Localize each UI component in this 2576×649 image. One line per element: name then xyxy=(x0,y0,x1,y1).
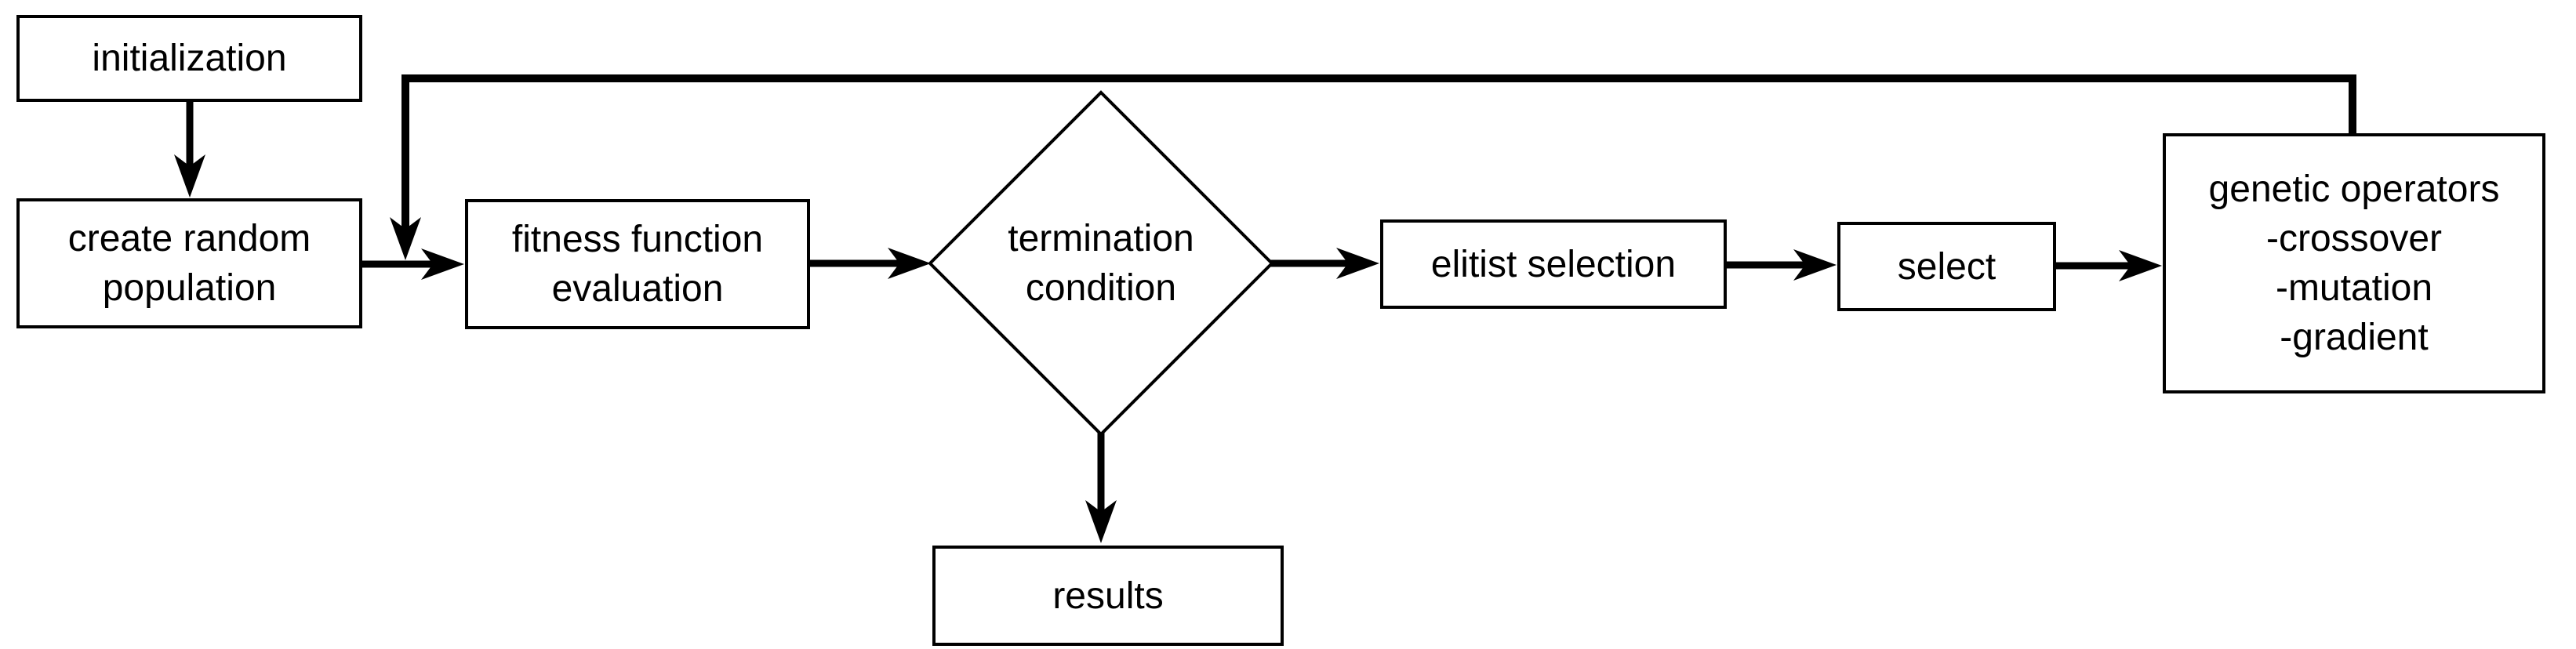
arrow-initialization-to-create-arrowhead-icon xyxy=(174,154,205,198)
arrow-select-to-genetic-arrowhead-icon xyxy=(2119,250,2162,281)
feedback-arrowhead-icon xyxy=(390,217,421,260)
node-results: results xyxy=(932,546,1284,646)
node-fitness-function-evaluation-label: fitness function evaluation xyxy=(511,219,764,310)
node-select: select xyxy=(1837,222,2056,311)
node-results-label: results xyxy=(1052,575,1164,617)
node-initialization: initialization xyxy=(16,15,362,102)
node-create-random-population: create random population xyxy=(16,198,362,328)
arrow-fitness-to-termination-arrowhead-icon xyxy=(888,248,931,279)
termination-condition-diamond xyxy=(928,90,1274,437)
node-termination-condition: termination condition xyxy=(944,196,1258,331)
node-termination-condition-label: termination condition xyxy=(1008,218,1194,309)
node-create-random-population-label: create random population xyxy=(67,218,311,309)
node-elitist-selection: elitist selection xyxy=(1380,219,1727,309)
node-elitist-selection-label: elitist selection xyxy=(1430,243,1677,285)
node-genetic-operators-label: genetic operators -crossover -mutation -… xyxy=(2208,169,2500,358)
feedback-loop-line xyxy=(401,74,2356,230)
arrow-termination-to-elitist-arrowhead-icon xyxy=(1336,248,1379,279)
node-initialization-label: initialization xyxy=(92,38,287,79)
arrow-elitist-to-select-arrowhead-icon xyxy=(1793,249,1837,281)
node-fitness-function-evaluation: fitness function evaluation xyxy=(465,199,810,329)
node-select-label: select xyxy=(1897,245,1996,288)
arrow-termination-to-results-arrowhead-icon xyxy=(1085,500,1117,543)
node-genetic-operators: genetic operators -crossover -mutation -… xyxy=(2163,133,2545,393)
arrow-create-to-fitness-arrowhead-icon xyxy=(421,248,464,280)
